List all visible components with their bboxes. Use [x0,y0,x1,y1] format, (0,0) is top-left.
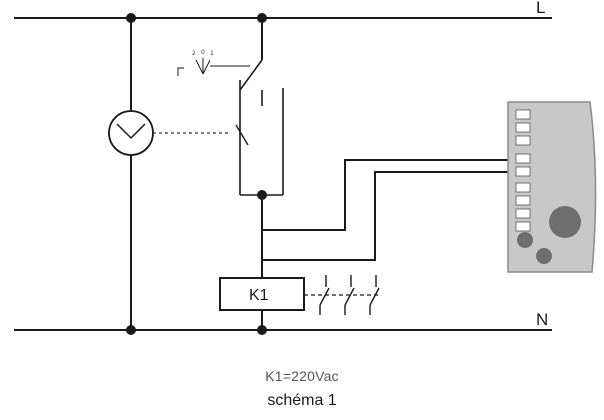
module-knob-small [517,232,533,248]
switch-arm [239,59,263,91]
relay-contact [319,287,330,306]
control-wire-1 [262,159,520,231]
module-terminal [515,153,531,164]
module-terminal [515,221,531,232]
junction-node [257,325,267,335]
junction-node [257,13,267,23]
relay-contact [344,287,355,306]
switch-blade [235,124,249,146]
clock-timer-icon [108,110,154,156]
module-terminal [515,182,531,193]
module-terminal [515,208,531,219]
clock-hand-icon [116,123,146,140]
relay-contact [369,287,380,306]
module-terminal [515,135,531,146]
module-terminal [515,195,531,206]
junction-node [126,325,136,335]
switch-position-label: 2 [192,50,196,57]
junction-node [126,13,136,23]
selector-hand-icon [177,67,184,76]
module-knob-small [536,248,552,264]
module-knob-large [549,206,581,238]
control-wire-2 [262,171,520,261]
module-terminal [515,122,531,133]
neutral-rail-label: N [536,310,548,329]
live-rail-label: L [536,0,545,17]
module-terminal [515,166,531,177]
switch-position-label: 0 [201,49,205,56]
module-terminal [515,109,531,120]
switch-position-label: 1 [210,50,214,57]
selector-pointer [195,59,204,75]
schema-title: schéma 1 [267,392,337,409]
relay-label: K1 [249,287,269,304]
voltage-caption: K1=220Vac [265,368,339,384]
selector-pointer [202,59,211,75]
